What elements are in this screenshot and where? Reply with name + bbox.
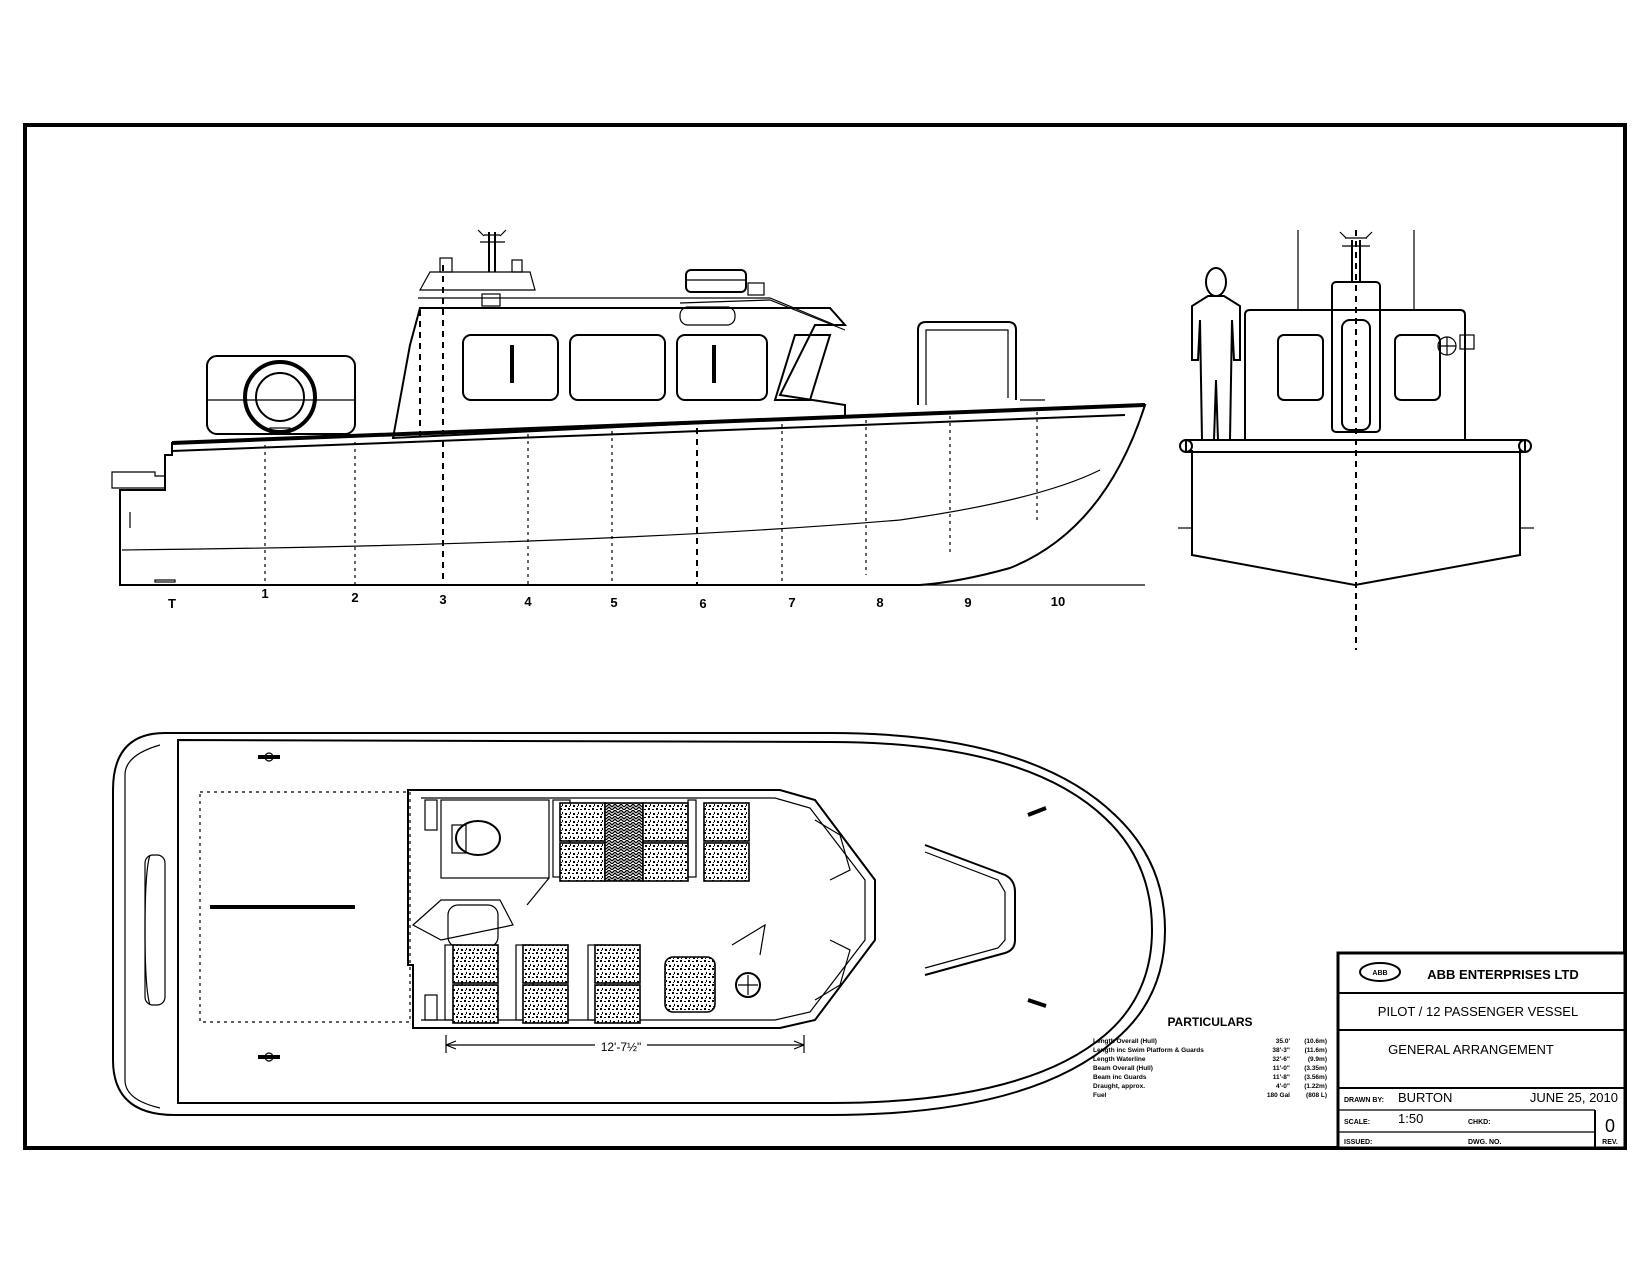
- particulars-row-label: Beam inc Guards: [1093, 1074, 1147, 1081]
- station-label: 10: [1051, 594, 1065, 609]
- particulars-row-metric: (3.56m): [1304, 1074, 1327, 1081]
- bow-rail: [917, 321, 1017, 405]
- vessel-name: PILOT / 12 PASSENGER VESSEL: [1378, 1004, 1578, 1019]
- cabin-window-2: [569, 334, 666, 401]
- lifering: [243, 360, 317, 434]
- foredeck-rail: [924, 844, 1016, 976]
- particulars-row-metric: (3.35m): [1304, 1065, 1327, 1072]
- particulars-row-label: Length Overall (Hull): [1093, 1038, 1157, 1045]
- plan-view: 12'-7½": [112, 732, 1167, 1116]
- dwg-no-label: DWG. NO.: [1468, 1139, 1501, 1146]
- company-logo: [1359, 962, 1401, 982]
- particulars-row-metric: (9.9m): [1308, 1056, 1327, 1063]
- scale-label: SCALE:: [1344, 1119, 1370, 1126]
- sheer-line: [171, 403, 1146, 445]
- particulars-row-label: Length Waterline: [1093, 1056, 1146, 1063]
- particulars-row-label: Fuel: [1093, 1092, 1107, 1099]
- cabin-window-1: [462, 334, 559, 401]
- particulars-row-value: 35.0': [1276, 1038, 1291, 1045]
- issued-label: ISSUED:: [1344, 1139, 1372, 1146]
- drawing-date: JUNE 25, 2010: [1530, 1090, 1618, 1105]
- particulars-table: PARTICULARS Length Overall (Hull) 35.0' …: [1093, 1015, 1327, 1099]
- toilet-icon: [455, 820, 501, 856]
- station-label: 2: [351, 590, 358, 605]
- deck-cleats: [258, 752, 1047, 1062]
- scale-value: 1:50: [1398, 1111, 1423, 1126]
- head-compartment: [440, 799, 550, 879]
- station-label: 6: [699, 596, 706, 611]
- particulars-row-metric: (1.22m): [1304, 1083, 1327, 1090]
- helm-seat: [664, 956, 716, 1013]
- particulars-row-value: 11'-0": [1273, 1065, 1290, 1072]
- cabin-dimension: 12'-7½": [445, 1035, 805, 1054]
- cabin-outline: [391, 307, 848, 440]
- particulars-row-value: 11'-8": [1273, 1074, 1290, 1081]
- logo-text: ABB: [1372, 970, 1387, 977]
- drawn-by-label: DRAWN BY:: [1344, 1097, 1384, 1104]
- drawing-title: GENERAL ARRANGEMENT: [1388, 1042, 1554, 1057]
- lifering-rack: [206, 355, 356, 435]
- station-label: 7: [788, 595, 795, 610]
- radar-dome: [685, 269, 747, 293]
- aft-deck-hatch: [199, 791, 411, 1023]
- company-name: ABB ENTERPRISES LTD: [1427, 967, 1578, 982]
- particulars-row-value: 180 Gal: [1267, 1092, 1290, 1099]
- particulars-title: PARTICULARS: [1167, 1015, 1252, 1029]
- front-door: [1331, 281, 1381, 433]
- station-label: 8: [876, 595, 883, 610]
- particulars-row-value: 4'-0": [1276, 1083, 1290, 1090]
- passenger-seats-starboard: [552, 799, 750, 882]
- particulars-row-label: Draught, approx.: [1093, 1083, 1145, 1090]
- chkd-label: CHKD:: [1468, 1119, 1491, 1126]
- cabin-window-3: [676, 334, 768, 401]
- chine-line: [121, 469, 1101, 551]
- dimension-label: 12'-7½": [601, 1040, 642, 1054]
- revision-number: 0: [1605, 1116, 1615, 1136]
- particulars-row-metric: (11.6m): [1305, 1047, 1327, 1054]
- front-view: [1178, 230, 1534, 650]
- rev-label: REV.: [1602, 1139, 1618, 1146]
- station-label: 4: [524, 594, 532, 609]
- deckhouse-plan: [407, 789, 876, 1029]
- plan-hull-inner: [177, 738, 1154, 1104]
- drawn-by: BURTON: [1398, 1090, 1452, 1105]
- passenger-seats-port: [444, 944, 641, 1024]
- particulars-row-label: Length inc Swim Platform & Guards: [1093, 1047, 1204, 1054]
- station-lines: [264, 265, 1038, 585]
- side-profile-view: T 1 2 3 4 5 6 7 8 9 10: [111, 229, 1147, 611]
- station-label: 1: [261, 586, 268, 601]
- particulars-row-value: 32'-6": [1272, 1056, 1290, 1063]
- particulars-row-metric: (808 L): [1306, 1092, 1327, 1099]
- plan-hull-outer: [112, 732, 1167, 1116]
- station-label: 5: [610, 595, 617, 610]
- station-label: 9: [964, 595, 971, 610]
- particulars-row-value: 38'-3": [1272, 1047, 1290, 1054]
- particulars-row-label: Beam Overall (Hull): [1093, 1065, 1153, 1072]
- front-cabin: [1244, 309, 1466, 440]
- title-block: ABB ABB ENTERPRISES LTD PILOT / 12 PASSE…: [1336, 951, 1627, 1150]
- human-figure: [1191, 267, 1241, 441]
- helm-wheel-icon: [735, 972, 761, 998]
- particulars-row-metric: (10.6m): [1304, 1038, 1327, 1045]
- station-label: T: [168, 596, 176, 611]
- sheet-border: [23, 123, 1627, 1150]
- windscreen: [773, 334, 832, 401]
- station-label: 3: [439, 592, 446, 607]
